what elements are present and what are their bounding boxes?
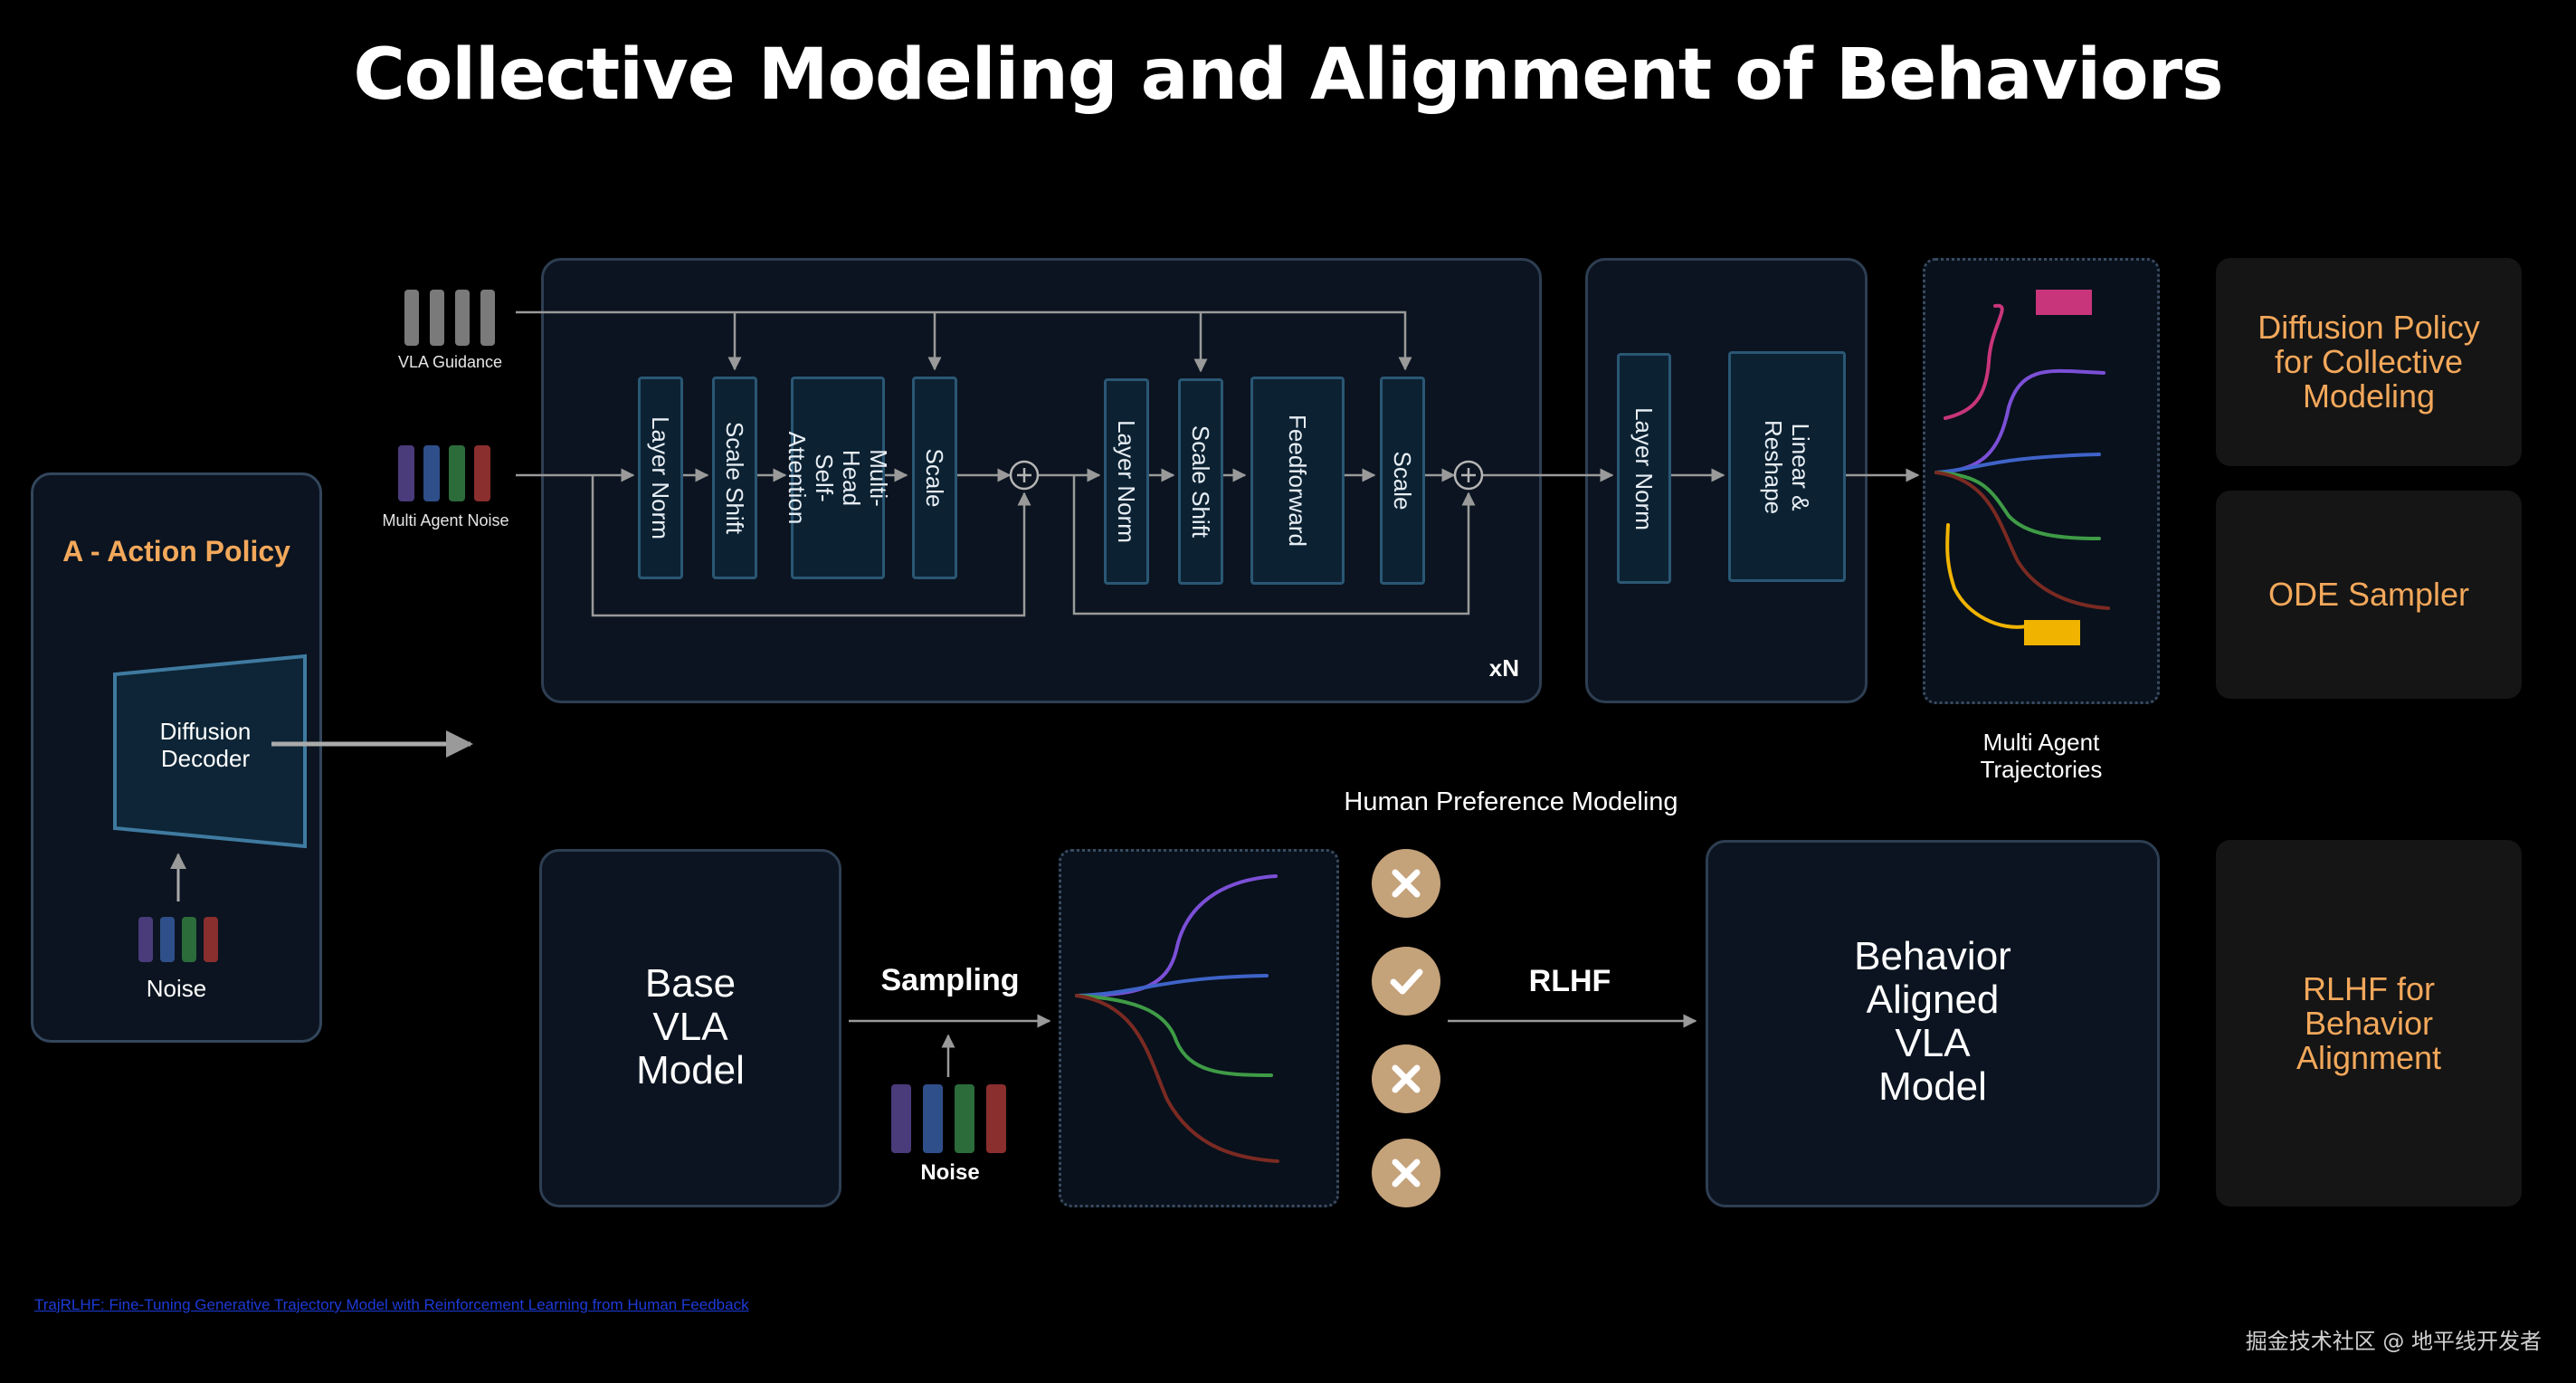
agent-marker-yellow [2024, 620, 2080, 645]
aligned-vla-model-panel: Behavior Aligned VLA Model [1706, 840, 2160, 1207]
sampling-label: Sampling [880, 963, 1020, 997]
human-preference-label: Human Preference Modeling [1344, 787, 1678, 816]
diffusion-decoder-shape [113, 653, 307, 849]
layer-norm-block-3: Layer Norm [1617, 353, 1671, 584]
reject-badge-2 [1372, 1044, 1440, 1113]
multi-agent-noise-label: Multi Agent Noise [382, 511, 509, 529]
top-trajectories [1934, 303, 2110, 629]
reject-badge-3 [1372, 1139, 1440, 1207]
token [480, 290, 495, 346]
noise-label: Noise [146, 975, 207, 1002]
token [138, 917, 153, 962]
reference-link[interactable]: TrajRLHF: Fine-Tuning Generative Traject… [34, 1296, 749, 1313]
scale-shift-block-1: Scale Shift [712, 377, 757, 579]
trajectories-label: Multi Agent Trajectories [1980, 729, 2103, 783]
token [430, 290, 444, 346]
token [474, 445, 490, 501]
token [955, 1084, 974, 1153]
token [986, 1084, 1006, 1153]
bottom-noise-label: Noise [920, 1160, 980, 1185]
layer-norm-block-2: Layer Norm [1104, 378, 1149, 585]
residual-adders [1009, 460, 1484, 491]
layer-norm-block-1: Layer Norm [638, 377, 683, 579]
scale-shift-block-2: Scale Shift [1178, 378, 1223, 585]
repeat-label: xN [1488, 654, 1519, 682]
token [204, 917, 218, 962]
cross-icon [1392, 869, 1421, 898]
credit-watermark: 掘金技术社区 @ 地平线开发者 [2245, 1329, 2542, 1354]
linear-reshape-block: Linear & Reshape [1728, 351, 1846, 582]
token [923, 1084, 943, 1153]
self-attention-block: Multi-Head Self- Attention [784, 377, 892, 579]
token [182, 917, 196, 962]
token [423, 445, 440, 501]
diffusion-decoder-label: Diffusion Decoder [159, 718, 252, 772]
rlhf-alignment-label: RLHF for Behavior Alignment [2216, 840, 2522, 1207]
ode-sampler-label: ODE Sampler [2216, 491, 2522, 699]
base-vla-model-panel: Base VLA Model [539, 849, 841, 1207]
bottom-trajectories [1075, 874, 1279, 1163]
accept-badge [1372, 947, 1440, 1016]
token [449, 445, 465, 501]
page-title: Collective Modeling and Alignment of Beh… [353, 34, 2223, 116]
action-policy-panel: A - Action Policy Diffusion Decoder Nois… [31, 472, 322, 1043]
scale-block-1: Scale [912, 377, 957, 579]
cross-icon [1392, 1159, 1421, 1187]
token [455, 290, 470, 346]
token [398, 445, 414, 501]
diffusion-policy-label: Diffusion Policy for Collective Modeling [2216, 258, 2522, 466]
reject-badge-1 [1372, 849, 1440, 918]
agent-marker-pink [2036, 290, 2092, 315]
cross-icon [1392, 1064, 1421, 1093]
base-vla-model-label: Base VLA Model [636, 961, 745, 1092]
vla-guidance-label: VLA Guidance [397, 353, 503, 371]
rlhf-label: RLHF [1528, 964, 1611, 998]
aligned-vla-model-label: Behavior Aligned VLA Model [1854, 934, 2011, 1109]
token [404, 290, 419, 346]
check-icon [1390, 968, 1423, 995]
scale-block-2: Scale [1380, 377, 1425, 585]
feedforward-block: Feedforward [1250, 377, 1345, 585]
token [160, 917, 175, 962]
action-policy-title: A - Action Policy [62, 535, 290, 568]
token [891, 1084, 911, 1153]
